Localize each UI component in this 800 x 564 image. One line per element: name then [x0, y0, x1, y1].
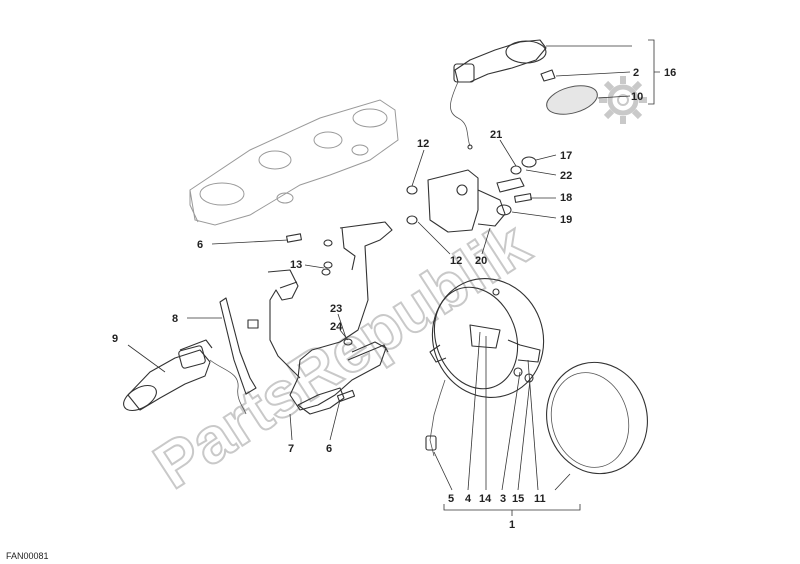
- callout-6b: 6: [326, 443, 332, 455]
- headlight-bracket: [267, 221, 393, 415]
- callout-4: 4: [465, 493, 472, 505]
- callout-23: 23: [330, 303, 342, 315]
- callout-15: 15: [512, 493, 524, 505]
- hardware: [247, 156, 537, 403]
- callout-14: 14: [479, 493, 492, 505]
- triple-clamp: [189, 99, 399, 226]
- lens-10: [546, 85, 598, 115]
- callout-2: 2: [633, 67, 639, 79]
- right-turn-signal: [450, 39, 547, 150]
- leader-lines: [127, 39, 660, 516]
- callout-11: 11: [534, 493, 546, 505]
- callout-22: 22: [560, 170, 572, 182]
- callout-9: 9: [112, 333, 118, 345]
- callout-5: 5: [448, 493, 454, 505]
- callout-12a: 12: [417, 138, 429, 150]
- callout-16: 16: [664, 67, 676, 79]
- headlight-lens: [513, 361, 648, 475]
- callout-6a: 6: [197, 239, 203, 251]
- callout-21: 21: [490, 129, 502, 141]
- callout-20: 20: [475, 255, 487, 267]
- headlight-shell: [425, 278, 545, 457]
- callout-12b: 12: [450, 255, 462, 267]
- watermark-text: PartsRepublik: [141, 207, 541, 502]
- side-bracket: [427, 169, 506, 233]
- callout-19: 19: [560, 214, 572, 226]
- watermark: PartsRepublik: [140, 206, 542, 503]
- callout-labels: 1 2 3 4 5 6 6 7 8 9 10 11 12 12 13 14 15…: [112, 67, 676, 531]
- callout-13: 13: [290, 259, 302, 271]
- left-signal-bracket: [179, 297, 257, 395]
- callout-7: 7: [288, 443, 294, 455]
- diagram-code: FAN00081: [6, 551, 49, 561]
- callout-1: 1: [509, 519, 515, 531]
- callout-18: 18: [560, 192, 572, 204]
- callout-8: 8: [172, 313, 178, 325]
- bulb-2: [540, 69, 556, 82]
- callout-10: 10: [631, 91, 643, 103]
- callout-17: 17: [560, 150, 572, 162]
- left-turn-signal: [123, 345, 247, 415]
- callout-3: 3: [500, 493, 506, 505]
- callout-24: 24: [330, 321, 343, 333]
- gear-watermark-icon: [599, 76, 647, 124]
